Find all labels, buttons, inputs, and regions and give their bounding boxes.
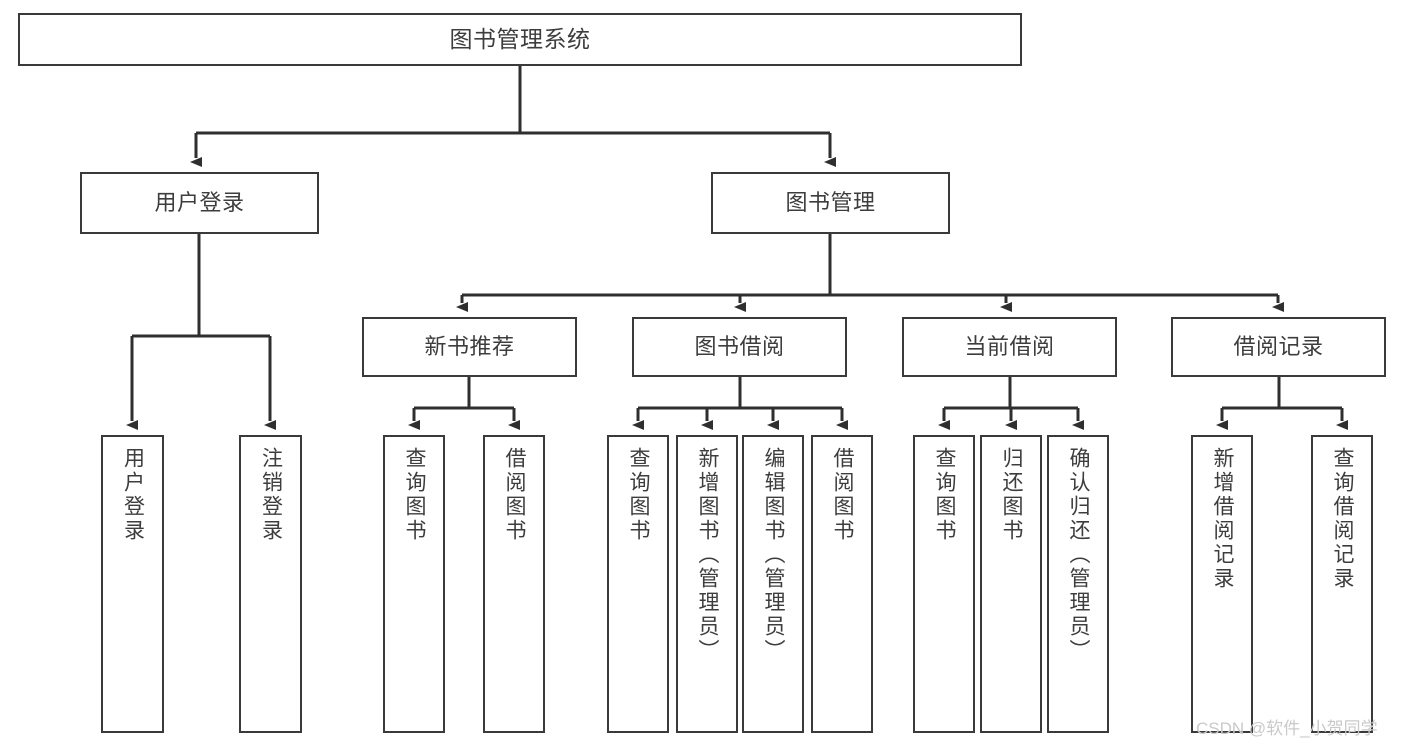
node-label: 查询图书 [403,447,427,543]
node-book-borrow[interactable]: 图书借阅 [632,317,847,377]
node-label: 查询图书 [933,447,957,543]
node-label: 编辑图书（管理员） [762,447,786,663]
node-user-login[interactable]: 用户登录 [80,172,319,234]
node-leaf-user-login[interactable]: 用户登录 [101,435,164,733]
node-leaf-return-book[interactable]: 归还图书 [980,435,1042,733]
node-leaf-add-book[interactable]: 新增图书（管理员） [676,435,738,733]
node-borrow-record[interactable]: 借阅记录 [1171,317,1386,377]
node-label: 新增图书（管理员） [696,447,720,663]
node-label: 图书管理 [785,190,876,216]
node-leaf-add-record[interactable]: 新增借阅记录 [1191,435,1253,733]
node-label: 新增借阅记录 [1211,447,1235,591]
node-leaf-query-book-1[interactable]: 查询图书 [383,435,445,733]
node-leaf-edit-book[interactable]: 编辑图书（管理员） [742,435,804,733]
node-label: 归还图书 [1000,447,1024,543]
node-label: 借阅记录 [1233,334,1324,360]
node-label: 注销登录 [259,447,283,543]
node-label: 借阅图书 [831,447,855,543]
watermark-csdn: CSDN @软件_小贺同学 [1196,719,1378,738]
node-label: 确认归还（管理员） [1067,447,1091,663]
node-label: 当前借阅 [964,334,1055,360]
node-label: 新书推荐 [424,334,515,360]
node-leaf-query-book-2[interactable]: 查询图书 [607,435,669,733]
node-root-system[interactable]: 图书管理系统 [18,13,1022,66]
node-label: 借阅图书 [503,447,527,543]
node-label: 图书借阅 [694,334,785,360]
node-leaf-query-record[interactable]: 查询借阅记录 [1311,435,1373,733]
node-current-borrow[interactable]: 当前借阅 [902,317,1117,377]
node-label: 图书管理系统 [449,25,591,52]
node-book-manage[interactable]: 图书管理 [711,172,950,234]
node-leaf-user-logout[interactable]: 注销登录 [239,435,302,733]
node-label: 查询借阅记录 [1331,447,1355,591]
node-new-book-recommend[interactable]: 新书推荐 [362,317,577,377]
node-leaf-borrow-book-1[interactable]: 借阅图书 [483,435,545,733]
node-leaf-confirm-return[interactable]: 确认归还（管理员） [1047,435,1109,733]
node-label: 查询图书 [627,447,651,543]
node-label: 用户登录 [121,447,145,543]
node-leaf-query-book-3[interactable]: 查询图书 [913,435,975,733]
node-label: 用户登录 [154,190,245,216]
node-leaf-borrow-book-2[interactable]: 借阅图书 [811,435,873,733]
